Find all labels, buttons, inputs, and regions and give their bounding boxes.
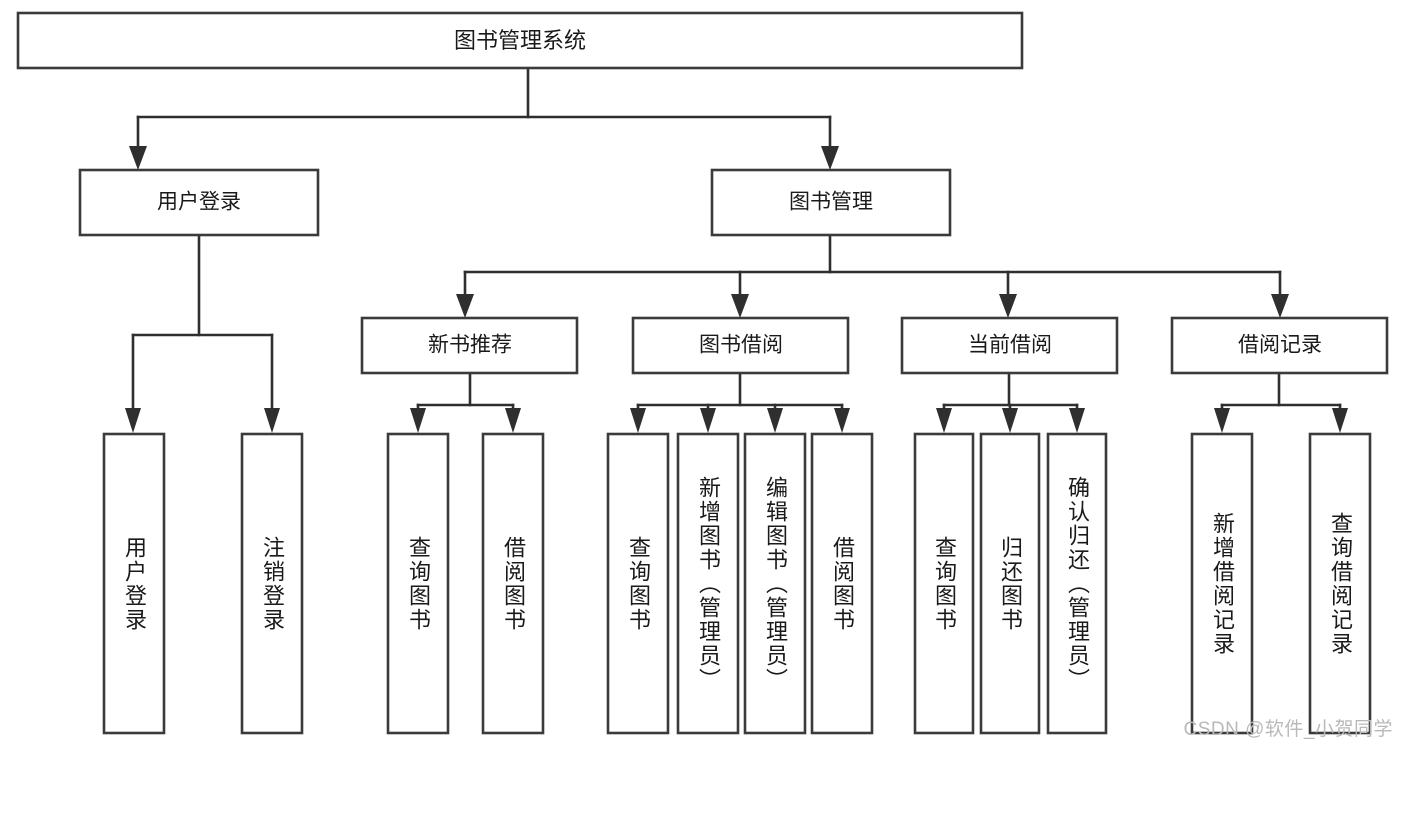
arrow-new-book-recommend (456, 294, 474, 318)
arrow-leaf-user-login (125, 408, 141, 433)
node-book-management-label: 图书管理 (789, 191, 873, 214)
connectors (125, 66, 1348, 433)
arrow-leaf-borrow-book-2 (834, 408, 850, 433)
node-leaf-edit-book-box[interactable] (743, 432, 807, 735)
arrow-leaf-return-book (1002, 408, 1018, 433)
arrow-borrow-record (1271, 294, 1289, 318)
node-leaf-add-record-box[interactable] (1190, 432, 1254, 735)
node-new-book-recommend-label: 新书推荐 (428, 334, 512, 357)
arrow-leaf-borrow-book-1 (505, 408, 521, 433)
node-root-box[interactable] (16, 11, 1024, 70)
arrow-leaf-query-book-2 (630, 408, 646, 433)
leaf-boxes (102, 432, 1372, 735)
node-new-book-recommend-box[interactable] (360, 316, 579, 375)
node-new-book-recommend[interactable]: 新书推荐 (360, 316, 579, 375)
node-book-borrow-box[interactable] (631, 316, 850, 375)
node-leaf-user-login-box[interactable] (102, 432, 166, 735)
node-leaf-borrow-book-1-box[interactable] (481, 432, 545, 735)
node-leaf-query-book-3-box[interactable] (913, 432, 975, 735)
node-leaf-confirm-return-box[interactable] (1046, 432, 1108, 735)
arrow-leaf-logout (264, 408, 280, 433)
arrow-book-borrow (731, 294, 749, 318)
arrow-leaf-query-book-1 (410, 408, 426, 433)
node-book-management-box[interactable] (710, 168, 952, 237)
structure-chart: 图书管理系统 用户登录 图书管理 新书推荐 图书借阅 当前借阅 借阅记录 (16, 11, 1393, 740)
node-root-label: 图书管理系统 (454, 28, 586, 53)
node-current-borrow[interactable]: 当前借阅 (900, 316, 1119, 375)
arrow-leaf-add-book (700, 408, 716, 433)
node-borrow-record-box[interactable] (1170, 316, 1389, 375)
node-leaf-logout-box[interactable] (240, 432, 304, 735)
node-user-login-label: 用户登录 (157, 191, 241, 214)
node-book-borrow[interactable]: 图书借阅 (631, 316, 850, 375)
arrow-leaf-confirm-return (1069, 408, 1085, 433)
node-leaf-borrow-book-2-box[interactable] (810, 432, 874, 735)
node-book-borrow-label: 图书借阅 (699, 334, 783, 357)
arrow-current-borrow (999, 294, 1017, 318)
node-leaf-query-book-1-box[interactable] (386, 432, 450, 735)
arrow-leaf-add-record (1214, 408, 1230, 433)
arrow-leaf-edit-book (767, 408, 783, 433)
node-current-borrow-label: 当前借阅 (968, 334, 1052, 357)
node-borrow-record[interactable]: 借阅记录 (1170, 316, 1389, 375)
watermark: CSDN @软件_小贺同学 (1183, 719, 1393, 740)
node-leaf-query-record-box[interactable] (1308, 432, 1372, 735)
node-leaf-query-book-2-box[interactable] (606, 432, 670, 735)
node-user-login-box[interactable] (78, 168, 320, 237)
node-borrow-record-label: 借阅记录 (1238, 334, 1322, 357)
flowchart-canvas: 图书管理系统 用户登录 图书管理 新书推荐 图书借阅 当前借阅 借阅记录 (16, 11, 1389, 735)
node-leaf-return-book-box[interactable] (979, 432, 1041, 735)
node-leaf-add-book-box[interactable] (676, 432, 740, 735)
node-current-borrow-box[interactable] (900, 316, 1119, 375)
node-root[interactable]: 图书管理系统 (16, 11, 1024, 70)
arrow-leaf-query-record (1332, 408, 1348, 433)
node-book-management[interactable]: 图书管理 (710, 168, 952, 237)
arrow-leaf-query-book-3 (936, 408, 952, 433)
node-user-login[interactable]: 用户登录 (78, 168, 320, 237)
arrow-book-management (821, 146, 839, 170)
arrow-user-login (129, 146, 147, 170)
